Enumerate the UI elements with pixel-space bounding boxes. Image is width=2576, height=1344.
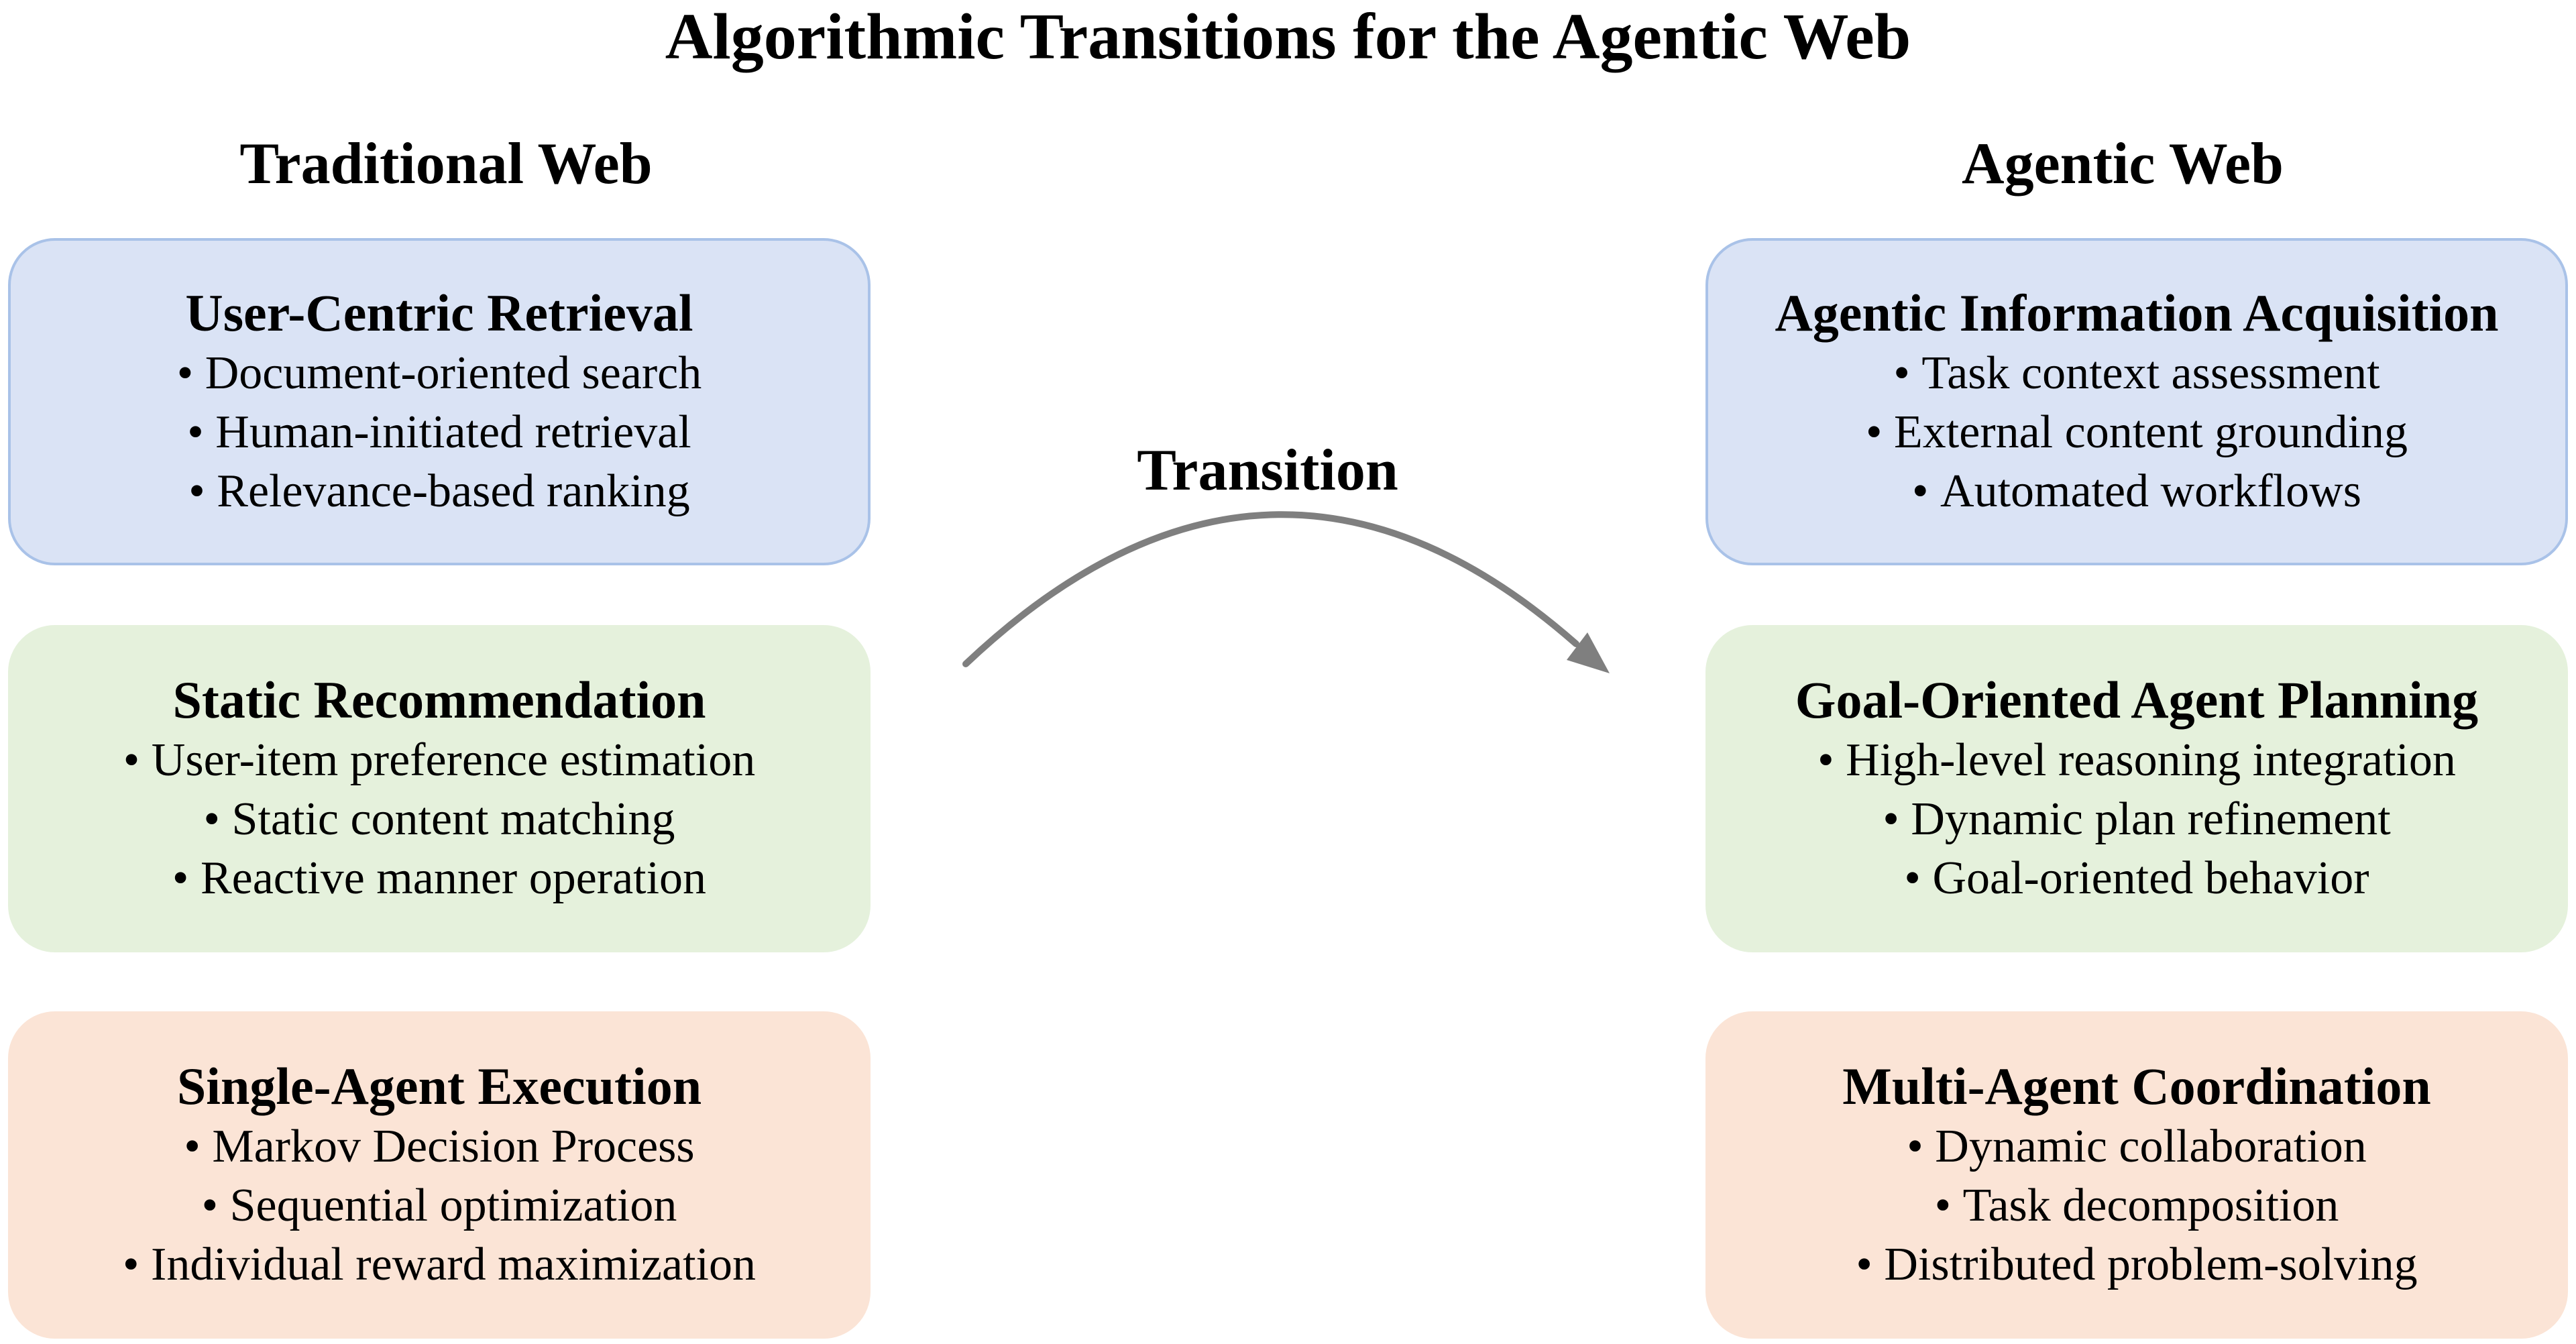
diagram-title: Algorithmic Transitions for the Agentic … (665, 1, 1911, 73)
bullet-item: Document-oriented search (177, 344, 702, 403)
bullet-item: High-level reasoning integration (1817, 731, 2456, 790)
bullet-item: Dynamic collaboration (1856, 1117, 2417, 1176)
bullet-item: Goal-oriented behavior (1817, 849, 2456, 908)
bullet-list: User-item preference estimation Static c… (123, 731, 755, 908)
box-title: Agentic Information Acquisition (1775, 284, 2499, 342)
bullet-item: Markov Decision Process (123, 1117, 756, 1176)
bullet-item: Task decomposition (1856, 1176, 2417, 1235)
bullet-item: Automated workflows (1866, 462, 2408, 521)
bullet-item: Reactive manner operation (123, 849, 755, 908)
bullet-item: Static content matching (123, 790, 755, 849)
bullet-item: Human-initiated retrieval (177, 403, 702, 462)
box-static-recommendation: Static Recommendation User-item preferen… (8, 625, 871, 952)
bullet-item: Individual reward maximization (123, 1235, 756, 1294)
bullet-item: Distributed problem-solving (1856, 1235, 2417, 1294)
bullet-item: Task context assessment (1866, 344, 2408, 403)
bullet-item: External content grounding (1866, 403, 2408, 462)
bullet-item: Sequential optimization (123, 1176, 756, 1235)
bullet-item: Relevance-based ranking (177, 462, 702, 521)
bullet-list: Markov Decision Process Sequential optim… (123, 1117, 756, 1294)
transition-arrow-curve (962, 511, 1579, 667)
transition-label: Transition (1137, 438, 1398, 503)
traditional-web-heading: Traditional Web (239, 131, 653, 197)
bullet-list: Task context assessment External content… (1866, 344, 2408, 521)
box-user-centric-retrieval: User-Centric Retrieval Document-oriented… (8, 238, 871, 565)
box-title: Goal-Oriented Agent Planning (1795, 671, 2479, 729)
box-goal-oriented-agent-planning: Goal-Oriented Agent Planning High-level … (1705, 625, 2568, 952)
transition-arrow-head (1567, 632, 1610, 673)
box-title: Single-Agent Execution (176, 1057, 702, 1115)
bullet-list: Document-oriented search Human-initiated… (177, 344, 702, 521)
box-single-agent-execution: Single-Agent Execution Markov Decision P… (8, 1011, 871, 1339)
box-multi-agent-coordination: Multi-Agent Coordination Dynamic collabo… (1705, 1011, 2568, 1339)
bullet-item: User-item preference estimation (123, 731, 755, 790)
bullet-item: Dynamic plan refinement (1817, 790, 2456, 849)
bullet-list: High-level reasoning integration Dynamic… (1817, 731, 2456, 908)
box-agentic-information-acquisition: Agentic Information Acquisition Task con… (1705, 238, 2568, 565)
agentic-web-heading: Agentic Web (1962, 131, 2284, 197)
box-title: Multi-Agent Coordination (1842, 1057, 2431, 1115)
bullet-list: Dynamic collaboration Task decomposition… (1856, 1117, 2417, 1294)
box-title: Static Recommendation (172, 671, 706, 729)
box-title: User-Centric Retrieval (185, 284, 693, 342)
